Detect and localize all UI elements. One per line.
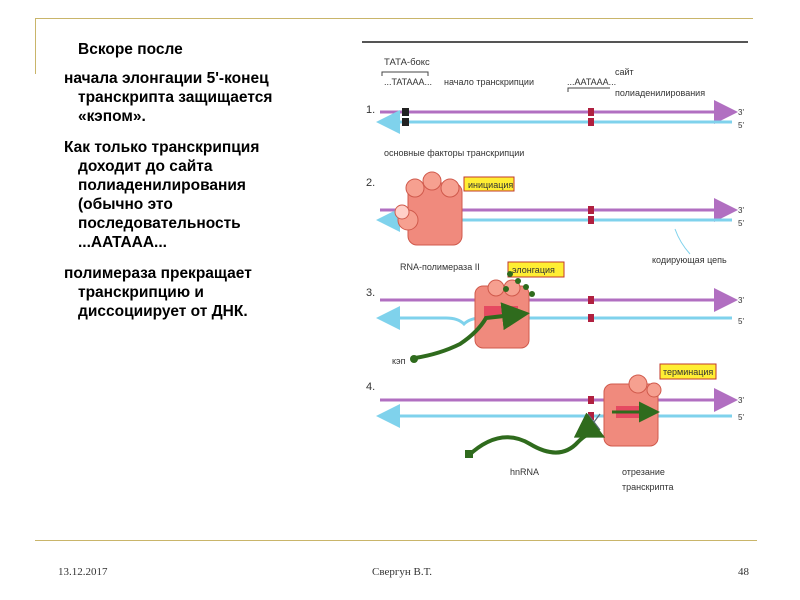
termination-box	[659, 363, 717, 380]
slide-text: Вскоре после начала элонгации 5'-конец т…	[60, 40, 300, 333]
dna-bottom-strand-3	[376, 306, 732, 330]
polymerase-label: RNA-полимераза II	[400, 262, 480, 272]
frame-top-line	[35, 18, 753, 19]
polya-marker-2b	[588, 216, 594, 224]
phosphate-dots	[503, 271, 535, 297]
paragraph-4: полимераза прекращает транскрипцию и дис…	[64, 265, 252, 320]
polymerase-complex-4	[603, 374, 662, 447]
polya-bracket	[567, 87, 610, 92]
polya-label-1: сайт	[615, 67, 634, 77]
hnrna-transcript	[466, 412, 606, 458]
end-5-2: 5'	[738, 219, 744, 228]
polya-marker-2	[588, 206, 594, 214]
polya-label-2: полиаденилирования	[615, 88, 705, 98]
elongation-label: элонгация	[512, 265, 555, 275]
elongation-box	[507, 261, 565, 278]
end-3-3: 3'	[738, 296, 744, 305]
tata-bracket	[381, 71, 429, 76]
frame-left-line	[35, 18, 36, 74]
tata-seq-label: ...TATAAA...	[384, 77, 432, 87]
factors-label: основные факторы транскрипции	[384, 148, 524, 158]
footer-date: 13.12.2017	[58, 566, 108, 578]
cap-dot	[410, 355, 418, 363]
polya-seq-label: ...AATAAA...	[567, 77, 616, 87]
step-3-number: 3.	[366, 287, 375, 299]
end-5-1: 5'	[738, 121, 744, 130]
termination-label: терминация	[663, 367, 713, 377]
tata-marker-1	[402, 108, 409, 116]
hnrna-label: hnRNA	[510, 467, 539, 477]
cut-label-1: отрезание	[622, 467, 665, 477]
end-5-3: 5'	[738, 317, 744, 326]
frame-bottom-line	[35, 540, 757, 541]
end-3-1: 3'	[738, 108, 744, 117]
paragraph-2: начала элонгации 5'-конец транскрипта за…	[64, 70, 273, 125]
footer-page-number: 48	[738, 566, 749, 578]
polya-marker-1b	[588, 118, 594, 126]
polya-marker-3b	[588, 314, 594, 322]
paragraph-3: Как только транскрипция доходит до сайта…	[64, 139, 260, 251]
step-1-number: 1.	[366, 104, 375, 116]
hnrna-cap	[465, 450, 473, 458]
tata-marker-1b	[402, 118, 409, 126]
coding-strand-label: кодирующая цепь	[652, 255, 727, 265]
end-5-4: 5'	[738, 413, 744, 422]
initiation-label: инициация	[468, 180, 513, 190]
start-label: начало транскрипции	[444, 77, 534, 87]
step-2-number: 2.	[366, 177, 375, 189]
end-3-2: 3'	[738, 206, 744, 215]
step-4-number: 4.	[366, 381, 375, 393]
coding-strand-pointer	[674, 228, 691, 255]
polya-marker-3	[588, 296, 594, 304]
cap-label: кэп	[392, 356, 406, 366]
tata-box-label: ТАТА-бокс	[384, 57, 430, 68]
transcription-figure: ТАТА-бокс ...TATAAA... начало транскрипц…	[362, 41, 748, 492]
end-3-4: 3'	[738, 396, 744, 405]
polya-marker-1	[588, 108, 594, 116]
footer-author: Свергун В.Т.	[372, 566, 432, 578]
polymerase-complex-2	[394, 171, 463, 246]
rna-transcript-3	[414, 302, 530, 360]
paragraph-1: Вскоре после	[78, 41, 183, 58]
polya-marker-4	[588, 396, 594, 404]
initiation-box	[463, 176, 515, 192]
cut-label-2: транскрипта	[622, 482, 673, 492]
